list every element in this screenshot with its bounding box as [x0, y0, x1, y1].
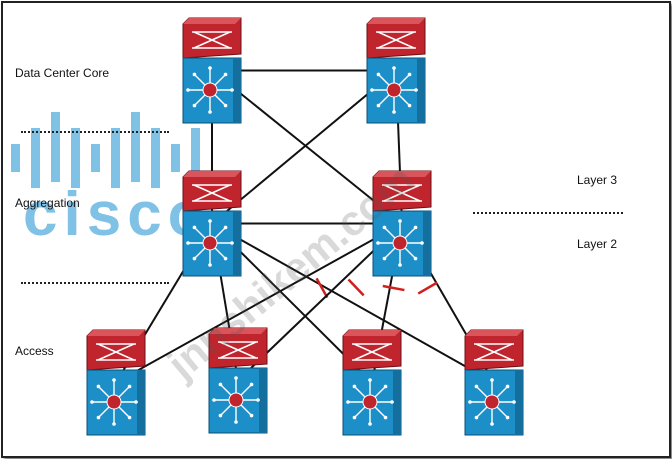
switch-icon-core-2	[366, 17, 426, 124]
switch-icon-access-2	[208, 327, 268, 434]
blocked-port-marker	[315, 277, 329, 299]
cisco-logo-bar	[131, 112, 140, 182]
core-aggregation-divider	[21, 131, 169, 133]
aggregation-layer-label: Aggregation	[15, 196, 80, 210]
layer3-label: Layer 3	[577, 173, 618, 187]
cisco-logo-watermark: cisco	[11, 112, 212, 249]
switch-icon-agg-2	[372, 170, 432, 277]
layer3-layer2-divider	[473, 212, 623, 214]
blocked-port-marker	[417, 281, 438, 295]
layer2-label: Layer 2	[577, 237, 618, 251]
cisco-logo-bar	[111, 128, 120, 188]
link-agg-1-access-4	[211, 222, 495, 384]
cisco-logo-bar	[51, 112, 60, 182]
cisco-logo-bar	[31, 128, 40, 188]
switch-icon-access-3	[342, 329, 402, 436]
access-layer-label: Access	[15, 344, 54, 358]
nodes-layer	[86, 17, 524, 436]
cisco-logo-text: cisco	[23, 180, 212, 249]
cisco-logo-bar	[171, 144, 180, 172]
cisco-logo-bar	[71, 128, 80, 188]
blocked-port-marker	[382, 284, 405, 292]
switch-icon-core-1	[182, 17, 242, 124]
cisco-logo-bar	[191, 128, 200, 188]
aggregation-access-divider	[21, 282, 169, 284]
switch-icon-agg-1	[182, 170, 242, 277]
switch-icon-access-1	[86, 329, 146, 436]
link-agg-2-access-1	[115, 222, 403, 384]
cisco-logo-bar	[91, 144, 100, 172]
core-layer-label: Data Center Core	[15, 66, 110, 80]
network-diagram: cisco jnnshikem.com	[11, 17, 524, 436]
cisco-logo-bar	[11, 144, 20, 172]
switch-icon-access-4	[464, 329, 524, 436]
link-core-2-agg-1	[211, 69, 397, 225]
blocked-port-marker	[347, 278, 365, 297]
link-core-1-agg-2	[211, 69, 403, 225]
cisco-logo-bar	[151, 128, 160, 188]
